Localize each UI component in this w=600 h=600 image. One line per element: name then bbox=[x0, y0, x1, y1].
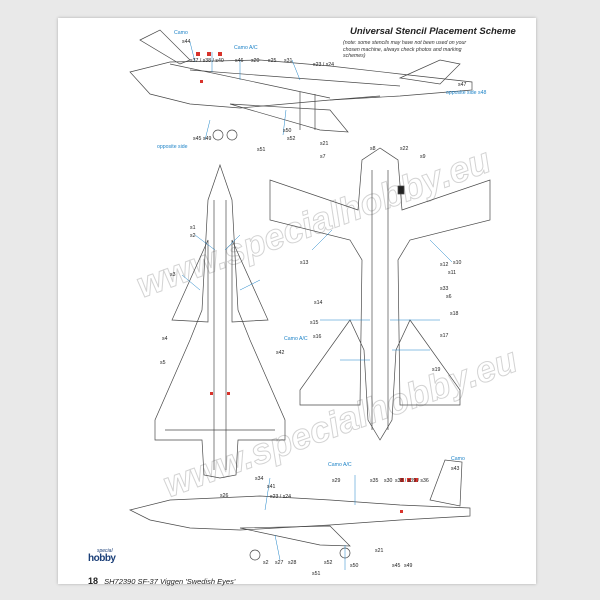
label-s4: s4 bbox=[162, 336, 168, 342]
label-s17: s17 bbox=[440, 333, 449, 339]
label-s52-lower: s52 bbox=[324, 560, 333, 566]
label-s31: s31 bbox=[284, 58, 293, 64]
aircraft-bottom-view bbox=[269, 147, 491, 441]
label-s2-lower: s2 bbox=[263, 560, 269, 566]
label-s8: s8 bbox=[370, 146, 376, 152]
label-s28: s28 bbox=[288, 560, 297, 566]
stencil-markers-lower bbox=[400, 478, 418, 513]
label-s13: s13 bbox=[300, 260, 309, 266]
label-s27: s27 bbox=[275, 560, 284, 566]
label-s42: s42 bbox=[276, 350, 285, 356]
label-s5: s5 bbox=[160, 360, 166, 366]
label-s7: s7 bbox=[320, 154, 326, 160]
label-s38-s39-s36: s38 / s39 / s36 bbox=[395, 478, 429, 484]
label-s10: s10 bbox=[453, 260, 462, 266]
label-s44: s44 bbox=[182, 39, 191, 45]
label-s2: s2 bbox=[190, 233, 196, 239]
brand-logo-small: special bbox=[97, 548, 113, 554]
label-s35: s35 bbox=[370, 478, 379, 484]
watermark-upper: www.specialhobby.eu bbox=[131, 139, 496, 305]
label-s16: s16 bbox=[313, 334, 322, 340]
label-s37-s38-s40: s37 / s38 / s40 bbox=[190, 58, 224, 64]
label-s52: s52 bbox=[287, 136, 296, 142]
footer-text: SH72390 SF-37 Viggen 'Swedish Eyes' bbox=[104, 577, 236, 586]
page-title: Universal Stencil Placement Scheme bbox=[350, 26, 516, 37]
page-footer: 18 SH72390 SF-37 Viggen 'Swedish Eyes' bbox=[88, 576, 235, 586]
label-s9: s9 bbox=[420, 154, 426, 160]
label-s29: s29 bbox=[332, 478, 341, 484]
label-s6: s6 bbox=[446, 294, 452, 300]
label-s41: s41 bbox=[267, 484, 276, 490]
label-s47: s47 bbox=[458, 82, 467, 88]
label-camo-top: Camo bbox=[174, 30, 188, 36]
label-s22: s22 bbox=[400, 146, 409, 152]
stencil-markers-top bbox=[210, 392, 230, 395]
label-s25: s25 bbox=[268, 58, 277, 64]
brand-logo: special hobby bbox=[88, 548, 118, 564]
label-camo-ac-mid: Camo A/C bbox=[284, 336, 308, 342]
label-camo-bottom: Camo bbox=[451, 456, 465, 462]
label-s50: s50 bbox=[283, 128, 292, 134]
label-s23-s24: s23 / s24 bbox=[313, 62, 335, 68]
label-s45-lower: s45 bbox=[392, 563, 401, 569]
label-s49: s49 bbox=[203, 136, 212, 142]
label-s50-lower: s50 bbox=[350, 563, 359, 569]
label-camo-ac-top: Camo A/C bbox=[234, 45, 258, 51]
label-camo-ac-lower: Camo A/C bbox=[328, 462, 352, 468]
label-s45: s45 bbox=[193, 136, 202, 142]
label-s11: s11 bbox=[448, 270, 456, 276]
label-s19: s19 bbox=[432, 367, 441, 373]
label-s30: s30 bbox=[384, 478, 393, 484]
label-s21: s21 bbox=[320, 141, 329, 147]
aircraft-top-view bbox=[154, 163, 286, 479]
label-s51: s51 bbox=[257, 147, 266, 153]
label-s43: s43 bbox=[451, 466, 460, 472]
label-opposite-side: opposite side bbox=[157, 144, 188, 150]
label-s21-lower: s21 bbox=[375, 548, 384, 554]
stencil-note: (note: some stencils may have not been u… bbox=[343, 40, 467, 60]
label-s23-s24-lower: s23 / s24 bbox=[270, 494, 292, 500]
aircraft-side-view-upper bbox=[129, 29, 473, 141]
label-s20: s20 bbox=[251, 58, 260, 64]
callout-lines bbox=[181, 41, 453, 570]
label-s51-lower: s51 bbox=[312, 571, 321, 577]
label-s46: s46 bbox=[235, 58, 244, 64]
label-s12: s12 bbox=[440, 262, 449, 268]
label-s26: s26 bbox=[220, 493, 229, 499]
label-s49-lower: s49 bbox=[404, 563, 413, 569]
label-s18: s18 bbox=[450, 311, 459, 317]
label-s1: s1 bbox=[190, 225, 196, 231]
label-s33: s33 bbox=[440, 286, 449, 292]
label-s3: s3 bbox=[170, 272, 176, 278]
brand-logo-big: hobby bbox=[88, 553, 116, 564]
stencil-markers-upper bbox=[196, 52, 222, 83]
instruction-page bbox=[58, 18, 536, 584]
label-s34: s34 bbox=[255, 476, 264, 482]
label-opposite-s48: opposite side s48 bbox=[446, 90, 487, 96]
page-number: 18 bbox=[88, 576, 99, 586]
label-s15: s15 bbox=[310, 320, 319, 326]
label-s14: s14 bbox=[314, 300, 323, 306]
